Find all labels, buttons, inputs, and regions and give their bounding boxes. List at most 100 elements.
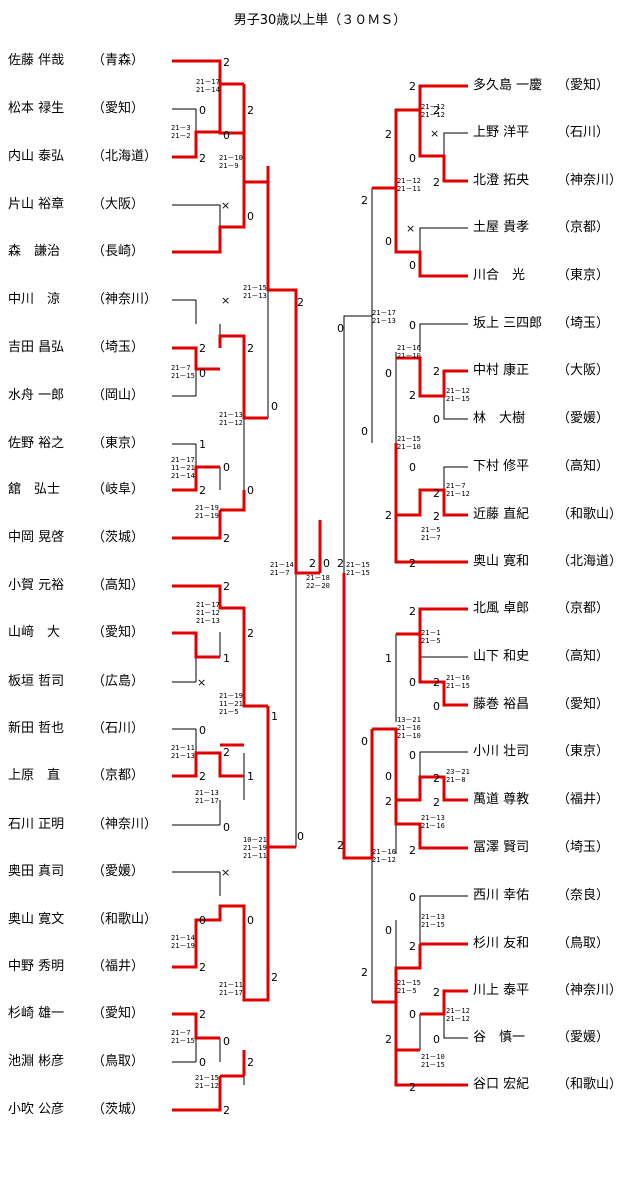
set-score: 21－13 <box>171 752 195 760</box>
player-prefecture: （茨城） <box>92 1102 145 1117</box>
player-name: 山下 和史 <box>473 649 530 664</box>
game-count: 2 <box>409 557 416 570</box>
set-score: 21－10 <box>397 443 421 451</box>
game-count: 2 <box>433 986 440 999</box>
set-score: 21－19 <box>243 844 267 852</box>
player-name: 川合 光 <box>473 268 526 283</box>
game-count: 1 <box>247 770 254 783</box>
player-prefecture: （京都） <box>557 220 610 235</box>
set-score: 21－19 <box>195 512 219 520</box>
game-count: 2 <box>199 152 206 165</box>
player-prefecture: （愛媛） <box>557 1030 610 1045</box>
set-score: 21－15 <box>446 395 470 403</box>
player-name: 上野 洋平 <box>473 125 530 140</box>
set-score: 21－12 <box>446 490 470 498</box>
player-name: 近藤 直紀 <box>473 507 530 522</box>
set-score: 22－20 <box>306 582 330 590</box>
game-count: 2 <box>433 772 440 785</box>
set-score: 21－14 <box>171 934 195 942</box>
set-score: 21－12 <box>446 1007 470 1015</box>
game-count: 0 <box>433 413 440 426</box>
bracket-lines-right-red <box>342 84 468 1087</box>
player-prefecture: （東京） <box>92 436 145 451</box>
player-prefecture: （愛知） <box>92 625 145 640</box>
set-score: 21－12 <box>421 103 445 111</box>
set-score: 21－13 <box>372 317 396 325</box>
player-name: 奥山 寛和 <box>473 554 530 569</box>
game-count: 2 <box>409 844 416 857</box>
player-prefecture: （奈良） <box>557 888 610 903</box>
bracket-lines-right-black <box>343 120 468 1050</box>
player-name: 舘 弘士 <box>8 482 61 497</box>
left-player-15: 新田 哲也（石川） <box>8 721 144 737</box>
game-count: 2 <box>337 557 344 570</box>
player-prefecture: （長崎） <box>92 244 145 259</box>
set-score: 21－12 <box>446 387 470 395</box>
game-count: 1 <box>271 710 278 723</box>
left-player-8: 水舟 一郎（岡山） <box>8 388 144 404</box>
walkover-x: × <box>221 294 230 307</box>
game-count: 2 <box>247 104 254 117</box>
game-count: 2 <box>247 627 254 640</box>
game-count: 0 <box>297 830 304 843</box>
left-player-10: 舘 弘士（岐阜） <box>8 482 144 498</box>
right-player-20: 川上 泰平（神奈川） <box>473 983 622 999</box>
game-count: 1 <box>385 652 392 665</box>
player-name: 冨澤 賢司 <box>473 840 530 855</box>
right-player-10: 近藤 直紀（和歌山） <box>473 507 622 523</box>
game-count: 0 <box>223 461 230 474</box>
game-count: 2 <box>309 557 316 570</box>
set-score: 21－19 <box>171 942 195 950</box>
set-score: 13－21 <box>397 716 421 724</box>
left-player-6: 中川 涼（神奈川） <box>8 292 157 308</box>
game-count: 2 <box>409 389 416 402</box>
player-prefecture: （愛知） <box>557 78 610 93</box>
player-prefecture: （鳥取） <box>557 936 610 951</box>
left-player-4: 片山 裕章（大阪） <box>8 197 144 213</box>
set-score: 21－2 <box>171 132 191 140</box>
set-score: 21－7 <box>421 534 441 542</box>
set-score: 21－7 <box>446 482 466 490</box>
right-player-1: 多久島 一慶（愛知） <box>473 78 609 94</box>
set-score: 21－16 <box>397 724 421 732</box>
set-score: 21－15 <box>397 979 421 987</box>
set-score: 21－17 <box>219 989 243 997</box>
game-count: 0 <box>409 676 416 689</box>
game-count: 0 <box>247 210 254 223</box>
set-score: 21－15 <box>171 372 195 380</box>
set-score: 21－17 <box>196 78 220 86</box>
walkover-x: × <box>221 199 230 212</box>
game-count: 0 <box>223 1035 230 1048</box>
set-score: 21－10 <box>219 154 243 162</box>
game-count: 0 <box>433 1033 440 1046</box>
game-count: 2 <box>385 509 392 522</box>
game-count: 2 <box>247 1056 254 1069</box>
set-score: 21－15 <box>446 682 470 690</box>
player-name: 北澄 拓央 <box>473 173 530 188</box>
game-count: 2 <box>409 605 416 618</box>
game-count: 0 <box>409 319 416 332</box>
player-name: 奥田 真司 <box>8 864 65 879</box>
player-name: 小吹 公彦 <box>8 1102 65 1117</box>
player-name: 石川 正明 <box>8 817 65 832</box>
game-count: 2 <box>433 176 440 189</box>
player-name: 小川 壮司 <box>473 744 530 759</box>
game-count: 2 <box>385 795 392 808</box>
right-player-2: 上野 洋平（石川） <box>473 125 609 141</box>
set-score: 21－15 <box>421 1061 445 1069</box>
set-score: 21－12 <box>196 609 220 617</box>
game-count: 0 <box>271 400 278 413</box>
player-name: 池淵 彬彦 <box>8 1054 65 1069</box>
game-count: 2 <box>433 796 440 809</box>
player-name: 藤巻 裕昌 <box>473 697 530 712</box>
game-count: 0 <box>409 461 416 474</box>
left-player-18: 奥田 真司（愛媛） <box>8 864 144 880</box>
set-score: 21－12 <box>219 419 243 427</box>
set-score: 21－11 <box>243 852 267 860</box>
set-score: 21－18 <box>306 574 330 582</box>
player-name: 萬道 尊教 <box>473 792 530 807</box>
set-score: 21－16 <box>397 344 421 352</box>
player-prefecture: （北海道） <box>92 149 158 164</box>
player-prefecture: （埼玉） <box>92 340 145 355</box>
